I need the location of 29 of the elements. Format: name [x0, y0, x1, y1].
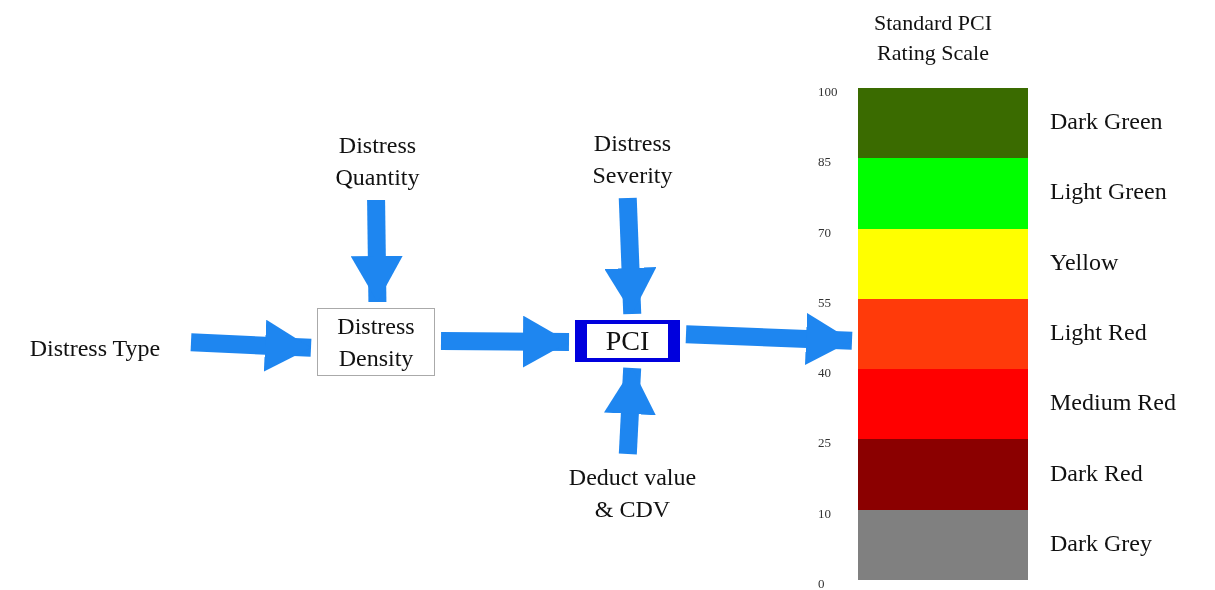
legend-text: Light Red: [1050, 319, 1147, 346]
input-label: Distress Type: [5, 328, 185, 368]
tick-label: 55: [818, 294, 831, 311]
scale-title: Standard PCI Rating Scale: [873, 9, 993, 67]
block-arrow: [604, 197, 657, 315]
tick-label: 25: [818, 435, 831, 452]
block-arrow: [603, 367, 656, 455]
process-box: Distress Density: [317, 308, 435, 376]
legend-text: Yellow: [1050, 248, 1119, 276]
block-arrow: [190, 319, 312, 372]
tick-label: 100: [818, 84, 838, 100]
tick-label: 40: [818, 365, 831, 382]
legend-text: Dark Green: [1050, 108, 1163, 136]
result-box: PCI: [575, 320, 680, 362]
tick-label: 10: [818, 505, 831, 522]
rating-scale-bar: [858, 88, 1028, 580]
input-label: Distress Quantity: [315, 128, 440, 194]
block-arrow: [685, 313, 853, 365]
block-arrow: [440, 315, 570, 368]
legend-text: Light Green: [1050, 178, 1167, 206]
block-arrow: [350, 199, 403, 303]
legend-text: Dark Red: [1050, 459, 1143, 487]
input-label: Deduct value & CDV: [560, 460, 705, 526]
tick-label: 70: [818, 224, 831, 241]
tick-label: 0: [818, 576, 825, 590]
input-label: Distress Severity: [570, 126, 695, 192]
legend-text: Medium Red: [1050, 389, 1176, 417]
tick-label: 85: [818, 154, 831, 171]
legend-text: Dark Grey: [1050, 529, 1152, 557]
